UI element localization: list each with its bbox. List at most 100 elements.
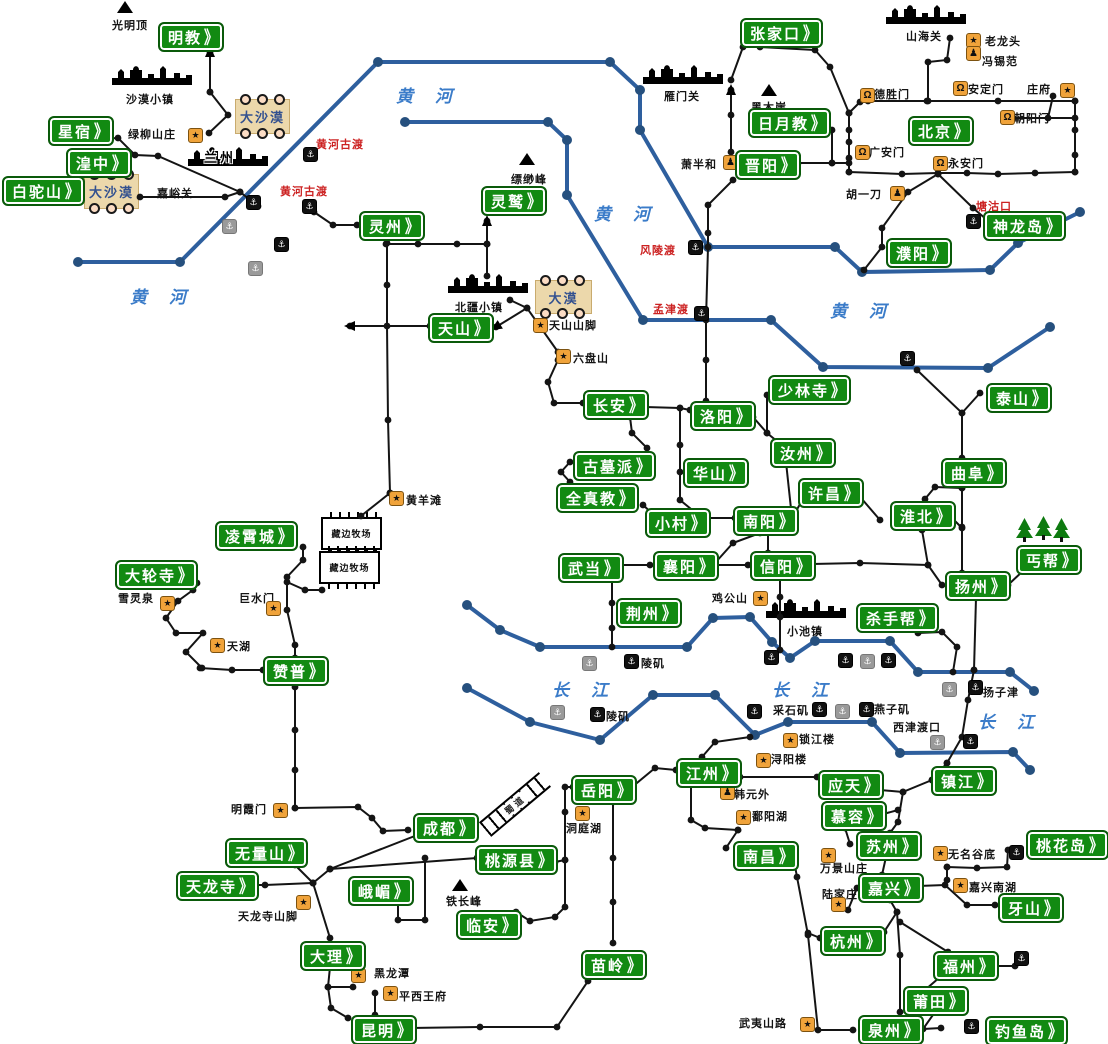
location-sign-许昌[interactable]: 许昌》 bbox=[798, 478, 865, 508]
location-sign-濮阳[interactable]: 濮阳》 bbox=[886, 238, 953, 268]
gate-icon[interactable]: Ω bbox=[953, 81, 968, 96]
star-poi-icon[interactable]: ★ bbox=[933, 846, 948, 861]
star-poi-icon[interactable]: ★ bbox=[1060, 83, 1075, 98]
location-sign-赞普[interactable]: 赞普》 bbox=[263, 656, 330, 686]
location-sign-桃花岛[interactable]: 桃花岛》 bbox=[1026, 830, 1108, 860]
star-poi-icon[interactable]: ★ bbox=[296, 895, 311, 910]
star-poi-icon[interactable]: ★ bbox=[953, 878, 968, 893]
location-sign-汝州[interactable]: 汝州》 bbox=[770, 438, 837, 468]
star-poi-icon[interactable]: ★ bbox=[821, 848, 836, 863]
location-sign-荆州[interactable]: 荆州》 bbox=[616, 598, 683, 628]
anchor-icon[interactable]: ⚓ bbox=[963, 734, 978, 749]
location-sign-湟中[interactable]: 湟中》 bbox=[66, 148, 133, 178]
anchor-icon[interactable]: ⚓ bbox=[694, 306, 709, 321]
star-poi-icon[interactable]: ★ bbox=[160, 596, 175, 611]
anchor-icon[interactable]: ⚓ bbox=[881, 653, 896, 668]
anchor-icon-inactive[interactable]: ⚓ bbox=[550, 705, 565, 720]
location-sign-古墓派[interactable]: 古墓派》 bbox=[573, 451, 657, 481]
location-sign-曲阜[interactable]: 曲阜》 bbox=[941, 458, 1008, 488]
location-sign-临安[interactable]: 临安》 bbox=[456, 910, 523, 940]
star-poi-icon[interactable]: ★ bbox=[533, 318, 548, 333]
star-poi-icon[interactable]: ★ bbox=[210, 638, 225, 653]
anchor-icon[interactable]: ⚓ bbox=[966, 214, 981, 229]
anchor-icon[interactable]: ⚓ bbox=[900, 351, 915, 366]
location-sign-信阳[interactable]: 信阳》 bbox=[750, 551, 817, 581]
gate-icon[interactable]: Ω bbox=[860, 88, 875, 103]
location-sign-杭州[interactable]: 杭州》 bbox=[820, 926, 887, 956]
npc-icon[interactable]: ♟ bbox=[890, 186, 905, 201]
location-sign-小村[interactable]: 小村》 bbox=[645, 508, 712, 538]
location-sign-大理[interactable]: 大理》 bbox=[300, 941, 367, 971]
location-sign-日月教[interactable]: 日月教》 bbox=[748, 108, 832, 138]
anchor-icon[interactable]: ⚓ bbox=[764, 650, 779, 665]
anchor-icon-inactive[interactable]: ⚓ bbox=[582, 656, 597, 671]
location-sign-钓鱼岛[interactable]: 钓鱼岛》 bbox=[985, 1016, 1069, 1044]
location-sign-全真教[interactable]: 全真教》 bbox=[556, 483, 640, 513]
anchor-icon[interactable]: ⚓ bbox=[302, 199, 317, 214]
location-sign-灵州[interactable]: 灵州》 bbox=[359, 211, 426, 241]
location-sign-峨嵋[interactable]: 峨嵋》 bbox=[348, 876, 415, 906]
star-poi-icon[interactable]: ★ bbox=[800, 1017, 815, 1032]
star-poi-icon[interactable]: ★ bbox=[383, 986, 398, 1001]
anchor-icon[interactable]: ⚓ bbox=[624, 654, 639, 669]
location-sign-淮北[interactable]: 淮北》 bbox=[890, 501, 957, 531]
star-poi-icon[interactable]: ★ bbox=[188, 128, 203, 143]
location-sign-应天[interactable]: 应天》 bbox=[818, 770, 885, 800]
anchor-icon[interactable]: ⚓ bbox=[246, 195, 261, 210]
location-sign-晋阳[interactable]: 晋阳》 bbox=[735, 150, 802, 180]
star-poi-icon[interactable]: ★ bbox=[756, 753, 771, 768]
anchor-icon-inactive[interactable]: ⚓ bbox=[860, 654, 875, 669]
location-sign-泉州[interactable]: 泉州》 bbox=[858, 1015, 925, 1044]
star-poi-icon[interactable]: ★ bbox=[736, 810, 751, 825]
location-sign-南昌[interactable]: 南昌》 bbox=[733, 841, 800, 871]
anchor-icon-inactive[interactable]: ⚓ bbox=[930, 735, 945, 750]
anchor-icon[interactable]: ⚓ bbox=[747, 704, 762, 719]
location-sign-岳阳[interactable]: 岳阳》 bbox=[571, 775, 638, 805]
location-sign-桃源县[interactable]: 桃源县》 bbox=[475, 845, 559, 875]
star-poi-icon[interactable]: ★ bbox=[575, 806, 590, 821]
location-sign-张家口[interactable]: 张家口》 bbox=[740, 18, 824, 48]
location-sign-华山[interactable]: 华山》 bbox=[683, 458, 750, 488]
location-sign-天山[interactable]: 天山》 bbox=[428, 313, 495, 343]
location-sign-星宿[interactable]: 星宿》 bbox=[48, 116, 115, 146]
gate-icon[interactable]: Ω bbox=[1000, 110, 1015, 125]
anchor-icon[interactable]: ⚓ bbox=[812, 702, 827, 717]
location-sign-大轮寺[interactable]: 大轮寺》 bbox=[115, 560, 199, 590]
location-sign-牙山[interactable]: 牙山》 bbox=[998, 893, 1065, 923]
location-sign-嘉兴[interactable]: 嘉兴》 bbox=[858, 873, 925, 903]
location-sign-洛阳[interactable]: 洛阳》 bbox=[690, 401, 757, 431]
location-sign-昆明[interactable]: 昆明》 bbox=[351, 1015, 418, 1044]
anchor-icon[interactable]: ⚓ bbox=[590, 707, 605, 722]
location-sign-南阳[interactable]: 南阳》 bbox=[733, 506, 800, 536]
location-sign-天龙寺[interactable]: 天龙寺》 bbox=[176, 871, 260, 901]
anchor-icon-inactive[interactable]: ⚓ bbox=[222, 219, 237, 234]
location-sign-扬州[interactable]: 扬州》 bbox=[945, 571, 1012, 601]
anchor-icon[interactable]: ⚓ bbox=[688, 240, 703, 255]
location-sign-凌霄城[interactable]: 凌霄城》 bbox=[215, 521, 299, 551]
anchor-icon-inactive[interactable]: ⚓ bbox=[248, 261, 263, 276]
star-poi-icon[interactable]: ★ bbox=[266, 601, 281, 616]
location-sign-长安[interactable]: 长安》 bbox=[583, 390, 650, 420]
location-sign-襄阳[interactable]: 襄阳》 bbox=[653, 551, 720, 581]
location-sign-江州[interactable]: 江州》 bbox=[676, 758, 743, 788]
location-sign-白驼山[interactable]: 白驼山》 bbox=[2, 176, 86, 206]
location-sign-武当[interactable]: 武当》 bbox=[558, 553, 625, 583]
anchor-icon[interactable]: ⚓ bbox=[303, 147, 318, 162]
anchor-icon-inactive[interactable]: ⚓ bbox=[835, 704, 850, 719]
location-sign-明教[interactable]: 明教》 bbox=[158, 22, 225, 52]
location-sign-灵鹫[interactable]: 灵鹫》 bbox=[481, 186, 548, 216]
anchor-icon[interactable]: ⚓ bbox=[1009, 845, 1024, 860]
anchor-icon[interactable]: ⚓ bbox=[1014, 951, 1029, 966]
star-poi-icon[interactable]: ★ bbox=[556, 349, 571, 364]
gate-icon[interactable]: Ω bbox=[933, 156, 948, 171]
location-sign-成都[interactable]: 成都》 bbox=[413, 813, 480, 843]
location-sign-慕容[interactable]: 慕容》 bbox=[821, 801, 888, 831]
location-sign-少林寺[interactable]: 少林寺》 bbox=[768, 375, 852, 405]
star-poi-icon[interactable]: ★ bbox=[753, 591, 768, 606]
location-sign-镇江[interactable]: 镇江》 bbox=[931, 766, 998, 796]
location-sign-莆田[interactable]: 莆田》 bbox=[903, 986, 970, 1016]
gate-icon[interactable]: Ω bbox=[855, 145, 870, 160]
location-sign-苏州[interactable]: 苏州》 bbox=[856, 831, 923, 861]
anchor-icon-inactive[interactable]: ⚓ bbox=[942, 682, 957, 697]
anchor-icon[interactable]: ⚓ bbox=[838, 653, 853, 668]
